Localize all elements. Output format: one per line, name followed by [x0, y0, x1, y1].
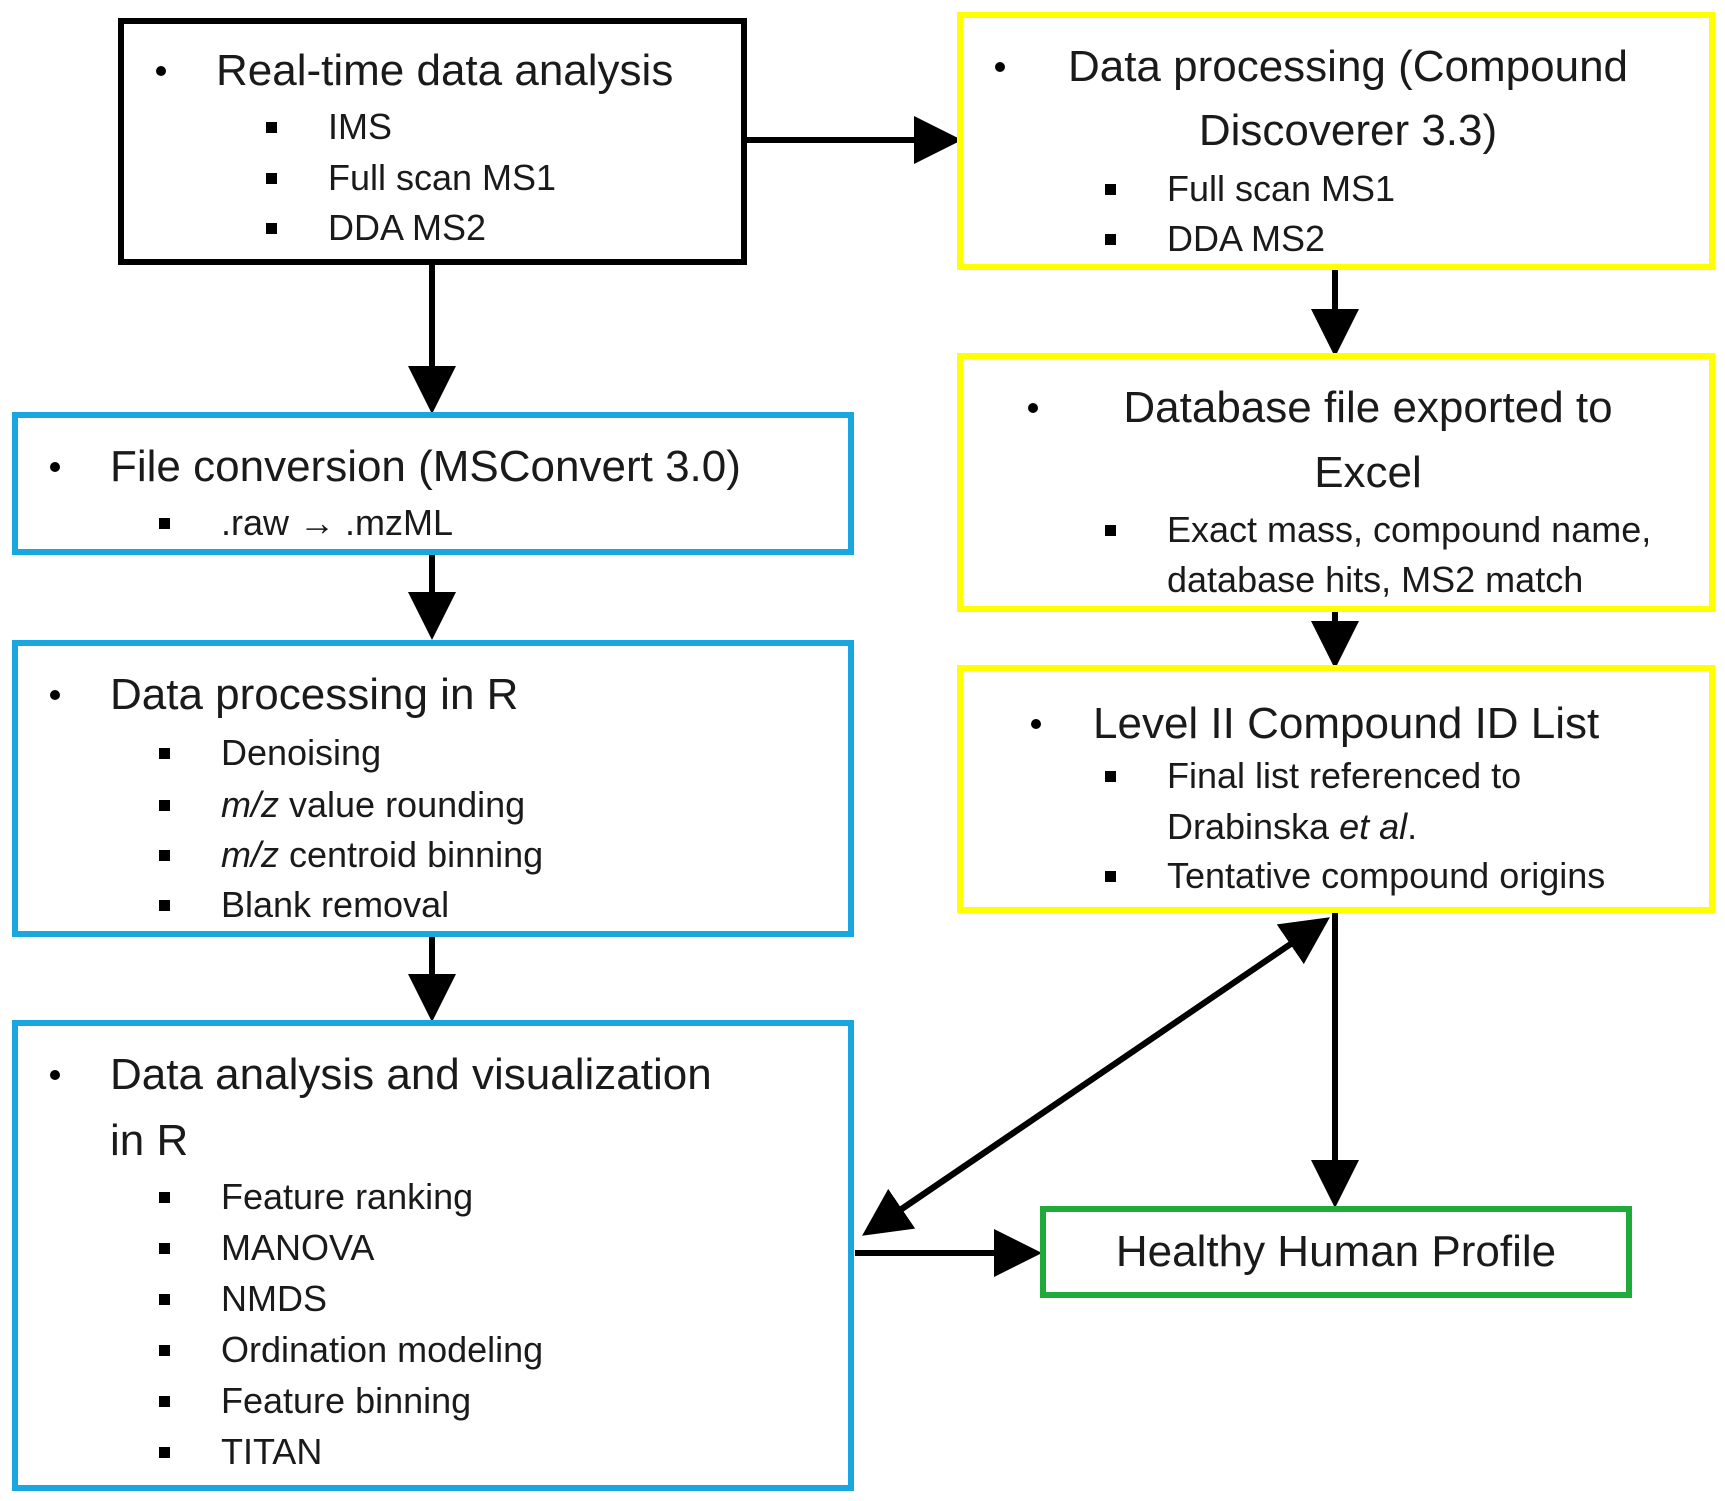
- fileconv-title: File conversion (MSConvert 3.0): [50, 434, 741, 500]
- square-bullet-icon: [159, 518, 170, 529]
- db-item: Exact mass, compound name,: [1105, 505, 1651, 555]
- square-bullet-icon: [159, 1345, 170, 1356]
- square-bullet-icon: [1105, 771, 1116, 782]
- bullet-icon: [995, 62, 1005, 72]
- fileconv-item: .raw → .mzML: [159, 498, 453, 548]
- data-analysis-viz-box: Data analysis and visualization in R Fea…: [12, 1020, 854, 1491]
- square-bullet-icon: [266, 122, 277, 133]
- dav-title-continued: in R: [110, 1116, 189, 1165]
- dpr-title: Data processing in R: [50, 662, 518, 728]
- data-processing-r-box: Data processing in R Denoising m/z value…: [12, 640, 854, 937]
- bullet-icon: [156, 66, 166, 76]
- bullet-icon: [1028, 403, 1038, 413]
- cd-title-line1: Data processing (Compound: [1067, 42, 1629, 91]
- dpr-item: m/z centroid binning: [159, 830, 543, 880]
- square-bullet-icon: [1105, 871, 1116, 882]
- square-bullet-icon: [159, 850, 170, 861]
- square-bullet-icon: [159, 748, 170, 759]
- hhp-title: Healthy Human Profile: [1115, 1227, 1557, 1276]
- db-title-line2: Excel: [1314, 448, 1422, 497]
- dav-item: Feature ranking: [159, 1172, 473, 1222]
- db-item-continued: database hits, MS2 match: [1167, 559, 1584, 600]
- dav-item: MANOVA: [159, 1223, 374, 1273]
- dav-item: NMDS: [159, 1274, 327, 1324]
- square-bullet-icon: [266, 223, 277, 234]
- bullet-icon: [50, 690, 60, 700]
- dav-item: Ordination modeling: [159, 1325, 543, 1375]
- dav-title: Data analysis and visualization: [50, 1042, 712, 1108]
- square-bullet-icon: [1105, 184, 1116, 195]
- realtime-item: IMS: [266, 102, 392, 152]
- level2-item-continued: Drabinska et al.: [1167, 806, 1418, 847]
- bullet-icon: [50, 1070, 60, 1080]
- arrow-level2-to-dav: [862, 921, 1322, 1236]
- square-bullet-icon: [1105, 525, 1116, 536]
- dpr-item: Blank removal: [159, 880, 449, 930]
- realtime-item: DDA MS2: [266, 203, 486, 253]
- square-bullet-icon: [159, 1294, 170, 1305]
- cd-item: Full scan MS1: [1105, 164, 1395, 214]
- level2-item: Final list referenced to: [1105, 751, 1521, 801]
- square-bullet-icon: [1105, 234, 1116, 245]
- dav-item: Feature binning: [159, 1376, 471, 1426]
- square-bullet-icon: [159, 1396, 170, 1407]
- realtime-box: Real-time data analysis IMS Full scan MS…: [118, 18, 747, 265]
- level2-title: Level II Compound ID List: [1031, 691, 1599, 757]
- healthy-human-profile-box: Healthy Human Profile: [1040, 1206, 1632, 1298]
- square-bullet-icon: [159, 1243, 170, 1254]
- bullet-icon: [50, 462, 60, 472]
- square-bullet-icon: [159, 1192, 170, 1203]
- cd-title-line2: Discoverer 3.3): [1198, 106, 1498, 155]
- dpr-item: m/z value rounding: [159, 780, 525, 830]
- realtime-title: Real-time data analysis: [156, 38, 673, 104]
- square-bullet-icon: [159, 800, 170, 811]
- cd-item: DDA MS2: [1105, 214, 1325, 264]
- square-bullet-icon: [266, 173, 277, 184]
- square-bullet-icon: [159, 900, 170, 911]
- level2-item: Tentative compound origins: [1105, 851, 1605, 901]
- compound-discoverer-box: Data processing (Compound Discoverer 3.3…: [957, 12, 1715, 270]
- dav-item: TITAN: [159, 1427, 322, 1477]
- bullet-icon: [1031, 719, 1041, 729]
- file-conversion-box: File conversion (MSConvert 3.0) .raw → .…: [12, 412, 854, 555]
- level2-box: Level II Compound ID List Final list ref…: [957, 665, 1715, 913]
- dpr-item: Denoising: [159, 728, 381, 778]
- square-bullet-icon: [159, 1447, 170, 1458]
- database-export-box: Database file exported to Excel Exact ma…: [957, 353, 1715, 612]
- db-title-line1: Database file exported to: [1123, 383, 1613, 432]
- realtime-item: Full scan MS1: [266, 153, 556, 203]
